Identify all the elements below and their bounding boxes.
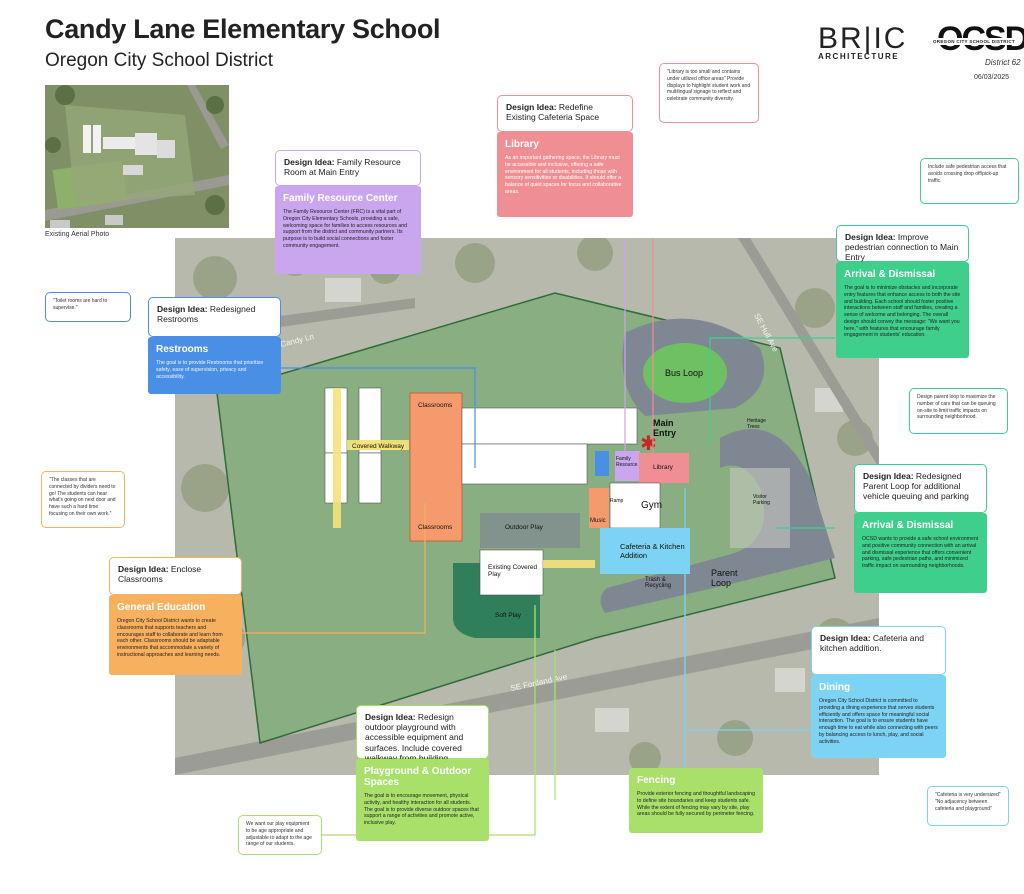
parent-loop-idea-text: Redesigned Parent Loop for additional ve…	[863, 471, 969, 502]
library-idea: Design Idea: Redefine Existing Cafeteria…	[497, 95, 633, 132]
parent-loop-idea-label: Design Idea:	[863, 471, 914, 481]
family-idea-text: Family Resource Room at Main Entry	[284, 157, 401, 178]
parent-loop-idea: Design Idea: Redesigned Parent Loop for …	[854, 464, 987, 513]
playground-idea: Design Idea: Redesign outdoor playground…	[356, 705, 489, 763]
dining-idea-label: Design Idea:	[820, 633, 871, 643]
dining-idea: Design Idea: Cafeteria and kitchen addit…	[811, 626, 946, 675]
library-card: Library As an important gathering space,…	[497, 132, 633, 217]
general-quote: "The classes that are connected by divid…	[41, 471, 125, 528]
family-resource-label: Family Resource	[616, 456, 638, 468]
restrooms-heading: Restrooms	[156, 344, 209, 355]
fencing-heading: Fencing	[637, 775, 676, 786]
bric-logo: BR|IC	[818, 22, 908, 55]
fencing-card: Fencing Provide exterior fencing and tho…	[629, 768, 763, 833]
cafeteria-label: Cafeteria & Kitchen Addition	[620, 542, 685, 560]
date-label: 06/03/2025	[974, 74, 1010, 81]
pedestrian-card: Arrival & Dismissal The goal is to minim…	[836, 262, 969, 358]
bus-loop-label: Bus Loop	[665, 368, 704, 378]
library-heading: Library	[505, 139, 539, 150]
pedestrian-quote: Include safe pedestrian access that avoi…	[920, 158, 1019, 204]
classrooms-top-label: Classrooms	[418, 402, 453, 409]
fencing-body: Provide exterior fencing and thoughtful …	[637, 791, 755, 818]
ocsd-logo-subtitle: OREGON CITY SCHOOL DISTRICT	[931, 38, 1017, 45]
restrooms-idea-text: Redesigned Restrooms	[157, 304, 256, 325]
general-idea-label: Design Idea:	[118, 564, 169, 574]
family-heading: Family Resource Center	[283, 193, 398, 204]
playground-card: Playground & Outdoor Spaces The goal is …	[356, 759, 489, 841]
general-card: General Education Oregon City School Dis…	[109, 595, 242, 675]
general-idea-text: Enclose Classrooms	[118, 564, 202, 585]
restrooms-quote: "Toilet rooms are hard to supervise."	[45, 292, 131, 322]
trash-recycling-label: Trash & Recycling	[645, 577, 672, 589]
pedestrian-idea-label: Design Idea:	[845, 232, 896, 242]
library-idea-label: Design Idea:	[506, 102, 557, 112]
dining-heading: Dining	[819, 682, 851, 693]
classrooms-bottom-label: Classrooms	[418, 524, 453, 531]
heritage-trees-label: Heritage Trees	[747, 418, 766, 430]
playground-body: The goal is to encourage movement, physi…	[364, 793, 479, 826]
existing-covered-play-label: Existing Covered Play	[488, 564, 538, 578]
family-body: The Family Resource Center (FRC) is a vi…	[283, 209, 407, 249]
aerial-photo	[45, 85, 229, 228]
dining-card: Dining Oregon City School District is co…	[811, 675, 946, 758]
pedestrian-heading: Arrival & Dismissal	[844, 269, 936, 280]
gym-label: Gym	[641, 500, 663, 511]
restrooms-idea: Design Idea: Redesigned Restrooms	[148, 297, 281, 337]
family-card: Family Resource Center The Family Resour…	[275, 186, 421, 274]
page-subtitle: Oregon City School District	[45, 50, 274, 71]
library-quote: "Library is too small and contains under…	[659, 63, 759, 123]
library-idea-text: Redefine Existing Cafeteria Space	[506, 102, 600, 123]
library-label: Library	[653, 464, 673, 471]
general-heading: General Education	[117, 602, 206, 613]
general-idea: Design Idea: Enclose Classrooms	[109, 557, 242, 595]
family-idea: Design Idea: Family Resource Room at Mai…	[275, 150, 421, 186]
restrooms-card: Restrooms The goal is to provide Restroo…	[148, 337, 281, 394]
general-body: Oregon City School District wants to cre…	[117, 618, 223, 658]
pedestrian-body: The goal is to minimize obstacles and in…	[844, 285, 961, 339]
ramp-label: Ramp	[610, 498, 624, 504]
visitor-parking-label: Visitor Parking	[753, 494, 770, 506]
restrooms-body: The goal is to provide Restrooms that pr…	[156, 360, 264, 380]
pedestrian-idea-text: Improve pedestrian connection to Main En…	[845, 232, 959, 263]
pedestrian-idea: Design Idea: Improve pedestrian connecti…	[836, 225, 969, 262]
outdoor-play-label: Outdoor Play	[505, 524, 543, 531]
ocsd-logo-script: District 62	[985, 58, 1021, 67]
main-entry-label: Main Entry	[653, 418, 677, 438]
restrooms-idea-label: Design Idea:	[157, 304, 208, 314]
dining-body: Oregon City School District is committed…	[819, 698, 938, 745]
parent-loop-heading: Arrival & Dismissal	[862, 520, 954, 531]
parent-loop-body: OCSD wants to provide a safe school envi…	[862, 536, 979, 569]
covered-walkway-label: Covered Walkway	[350, 443, 407, 450]
aerial-caption: Existing Aerial Photo	[45, 231, 110, 238]
parent-loop-label: Parent Loop	[711, 568, 738, 588]
library-body: As an important gathering space, the Lib…	[505, 155, 622, 195]
playground-quote: We want our play equipment to be age app…	[238, 815, 322, 855]
family-idea-label: Design Idea:	[284, 157, 335, 167]
soft-play-label: Soft Play	[495, 612, 522, 619]
parent-loop-card: Arrival & Dismissal OCSD wants to provid…	[854, 513, 987, 593]
dining-idea-text: Cafeteria and kitchen addition.	[820, 633, 924, 654]
dining-quote: "Cafeteria is very undersized" "No adjac…	[927, 786, 1009, 826]
parent-loop-quote: Design parent loop to maximize the numbe…	[909, 388, 1008, 434]
playground-heading: Playground & Outdoor Spaces	[364, 766, 472, 788]
music-label: Music	[590, 518, 606, 524]
playground-idea-label: Design Idea:	[365, 712, 416, 722]
page-title: Candy Lane Elementary School	[45, 14, 441, 44]
bric-logo-subtitle: ARCHITECTURE	[818, 52, 900, 61]
